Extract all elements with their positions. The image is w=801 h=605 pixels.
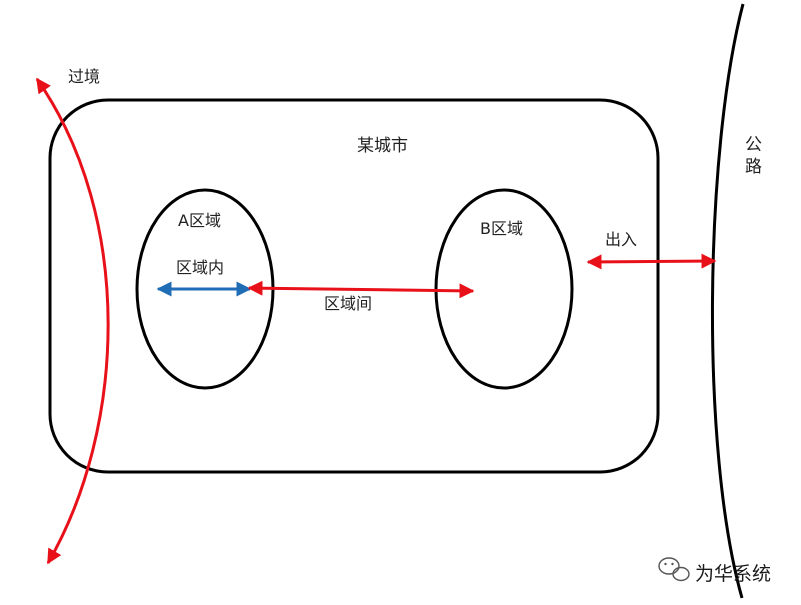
transit-label: 过境 bbox=[68, 67, 100, 86]
wechat-icon bbox=[658, 557, 690, 582]
in-out-arrow bbox=[586, 253, 717, 270]
transit-arrow bbox=[35, 77, 110, 565]
city-boundary bbox=[48, 98, 660, 474]
road-label-char1: 公 bbox=[745, 135, 762, 155]
inter-zone-arrow bbox=[247, 280, 475, 299]
watermark-text: 为华系统 bbox=[695, 563, 771, 585]
watermark: 为华系统 bbox=[658, 557, 771, 585]
city-label: 某城市 bbox=[357, 136, 408, 156]
intra-zone-label: 区域内 bbox=[176, 258, 224, 277]
highway-line bbox=[710, 3, 745, 599]
zone-b-label: B区域 bbox=[480, 219, 523, 238]
road-label-char2: 路 bbox=[745, 157, 762, 177]
in-out-label: 出入 bbox=[605, 230, 637, 249]
inter-zone-label: 区域间 bbox=[324, 294, 372, 313]
zone-a-label: A区域 bbox=[178, 211, 221, 230]
